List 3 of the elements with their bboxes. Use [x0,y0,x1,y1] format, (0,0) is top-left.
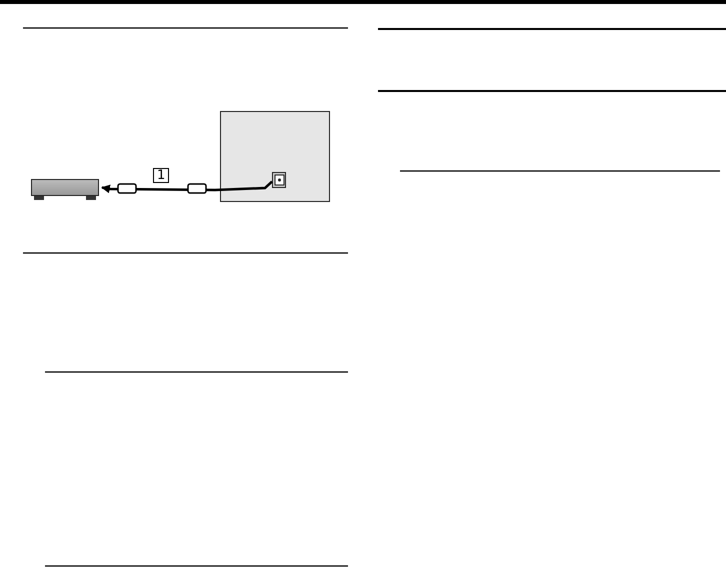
receiver-panel [220,111,330,202]
callout-number: 1 [153,168,170,183]
device-box [31,179,99,196]
